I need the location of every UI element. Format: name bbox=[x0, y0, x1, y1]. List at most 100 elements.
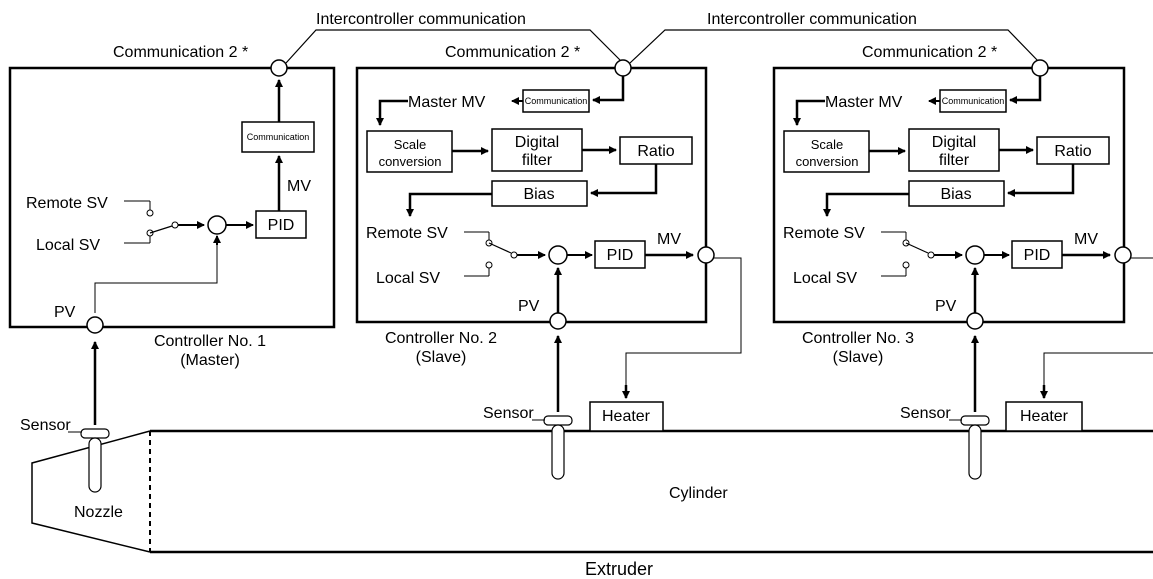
sensor-3-probe bbox=[968, 424, 982, 480]
controller-3-sv-switch bbox=[905, 242, 929, 254]
controller-1-pv-port bbox=[86, 316, 104, 334]
sensor-1-flange bbox=[80, 428, 110, 439]
controller-3-pid-label: PID bbox=[1024, 247, 1051, 264]
controller-1-comm2-label: Communication 2 * bbox=[113, 44, 248, 61]
controller-3-master-mv-label: Master MV bbox=[825, 94, 903, 111]
nozzle-label: Nozzle bbox=[74, 504, 123, 521]
controller-3-communication-label: Communication bbox=[942, 96, 1005, 106]
controller-3-filter-line2: filter bbox=[939, 152, 970, 169]
controller-1-mv-label: MV bbox=[287, 178, 311, 195]
controller-3-scale-line1: Scale bbox=[811, 137, 844, 152]
controller-2-bias-label: Bias bbox=[523, 186, 554, 203]
controller-2-scale-line1: Scale bbox=[394, 137, 427, 152]
sensor-2: Sensor bbox=[483, 335, 573, 480]
heater-3-block bbox=[1005, 401, 1083, 432]
sensor-1-probe bbox=[88, 437, 102, 493]
sensor-3: Sensor bbox=[900, 335, 990, 480]
controller-1-frame bbox=[8, 66, 336, 329]
cylinder-label: Cylinder bbox=[669, 485, 728, 502]
controller-2: Communication 2 * Communication Master M… bbox=[355, 44, 715, 366]
controller-1-pid-block bbox=[255, 210, 307, 239]
controller-2-remote-sv-label: Remote SV bbox=[366, 225, 448, 242]
sensor-2-label: Sensor bbox=[483, 405, 534, 422]
sensor-3-label: Sensor bbox=[900, 405, 951, 422]
controller-1-pid-label: PID bbox=[268, 217, 295, 234]
sensor-2-flange bbox=[543, 415, 573, 426]
controller-3-comm2-label: Communication 2 * bbox=[862, 44, 997, 61]
controller-2-local-sv-contact bbox=[485, 261, 493, 269]
controller-1-name: Controller No. 1 bbox=[154, 333, 266, 350]
controller-2-local-sv-label: Local SV bbox=[376, 270, 440, 287]
extruder: Nozzle Cylinder Extruder bbox=[31, 429, 1153, 579]
sensor-2-probe bbox=[551, 424, 565, 480]
controller-1: Communication 2 * Communication PID MV R… bbox=[8, 44, 336, 369]
controller-1-pv-label: PV bbox=[54, 304, 76, 321]
controller-2-master-mv-label: Master MV bbox=[408, 94, 486, 111]
controller-1-local-sv-label: Local SV bbox=[36, 237, 100, 254]
controller-2-filter-line2: filter bbox=[522, 152, 553, 169]
intercontroller-label-2: Intercontroller communication bbox=[707, 11, 917, 28]
controller-2-communication-label: Communication bbox=[525, 96, 588, 106]
controller-2-role: (Slave) bbox=[416, 349, 467, 366]
controller-2-pv-label: PV bbox=[518, 298, 540, 315]
controller-3-comm2-port bbox=[1031, 59, 1049, 77]
controller-3-frame bbox=[772, 66, 1126, 324]
controller-3-role: (Slave) bbox=[833, 349, 884, 366]
controller-2-bias-block bbox=[491, 180, 588, 207]
intercontroller-links bbox=[285, 29, 1041, 64]
controller-3-name: Controller No. 3 bbox=[802, 330, 914, 347]
controller-1-remote-sv-label: Remote SV bbox=[26, 195, 108, 212]
heater-2-block bbox=[589, 401, 664, 432]
controller-1-summing-junction bbox=[207, 215, 227, 235]
controller-3: Communication 2 * Communication Master M… bbox=[772, 44, 1132, 366]
controller-2-name: Controller No. 2 bbox=[385, 330, 497, 347]
controller-3-mv-label: MV bbox=[1074, 231, 1098, 248]
controller-3-remote-sv-label: Remote SV bbox=[783, 225, 865, 242]
controller-3-mv-port bbox=[1114, 246, 1132, 264]
controller-3-ratio-label: Ratio bbox=[1054, 143, 1091, 160]
controller-2-mv-label: MV bbox=[657, 231, 681, 248]
controller-3-summing-junction bbox=[965, 245, 985, 265]
controller-2-comm2-label: Communication 2 * bbox=[445, 44, 580, 61]
controller-2-mv-to-heater-line bbox=[625, 257, 742, 398]
controller-3-local-sv-contact bbox=[902, 261, 910, 269]
controller-3-pid-block bbox=[1011, 240, 1063, 269]
sensor-1: Sensor bbox=[20, 341, 110, 493]
controller-1-pv-feedback-line bbox=[94, 238, 218, 313]
controller-3-pv-port bbox=[966, 312, 984, 330]
controller-1-communication-label: Communication bbox=[247, 132, 310, 142]
controller-3-local-sv-label: Local SV bbox=[793, 270, 857, 287]
heater-3-label: Heater bbox=[1020, 408, 1069, 425]
controller-3-heater-feed-line bbox=[1043, 352, 1153, 398]
controller-3-bias-label: Bias bbox=[940, 186, 971, 203]
controller-3-scale-line2: conversion bbox=[796, 154, 859, 169]
controller-3-digital-filter-block bbox=[908, 128, 1000, 172]
sensor-3-flange bbox=[960, 415, 990, 426]
controller-2-ratio-label: Ratio bbox=[637, 143, 674, 160]
controller-2-filter-line1: Digital bbox=[515, 134, 559, 151]
controller-3-filter-line1: Digital bbox=[932, 134, 976, 151]
controller-1-remote-sv-contact bbox=[146, 209, 154, 217]
controller-2-frame bbox=[355, 66, 708, 324]
controller-2-pid-label: PID bbox=[607, 247, 634, 264]
heater-2-label: Heater bbox=[602, 408, 651, 425]
heater-2: Heater bbox=[589, 401, 664, 432]
controller-2-sv-switch bbox=[488, 242, 512, 254]
controller-2-ratio-block bbox=[619, 136, 693, 165]
controller-2-scale-conversion-block bbox=[366, 130, 453, 173]
controller-2-pv-port bbox=[549, 312, 567, 330]
controller-2-digital-filter-block bbox=[491, 128, 583, 172]
controller-1-comm2-port bbox=[270, 59, 288, 77]
intercontroller-link-2-3 bbox=[629, 29, 1041, 64]
intercontroller-label-1: Intercontroller communication bbox=[316, 11, 526, 28]
controller-3-pv-label: PV bbox=[935, 298, 957, 315]
extruder-label: Extruder bbox=[585, 559, 653, 579]
sensor-1-label: Sensor bbox=[20, 417, 71, 434]
intercontroller-link-1-2 bbox=[285, 29, 624, 64]
controller-2-scale-line2: conversion bbox=[379, 154, 442, 169]
controller-1-role: (Master) bbox=[180, 352, 240, 369]
heater-3: Heater bbox=[1005, 401, 1083, 432]
controller-2-mv-port bbox=[697, 246, 715, 264]
controller-1-communication-block bbox=[241, 121, 315, 153]
controller-2-comm2-port bbox=[614, 59, 632, 77]
